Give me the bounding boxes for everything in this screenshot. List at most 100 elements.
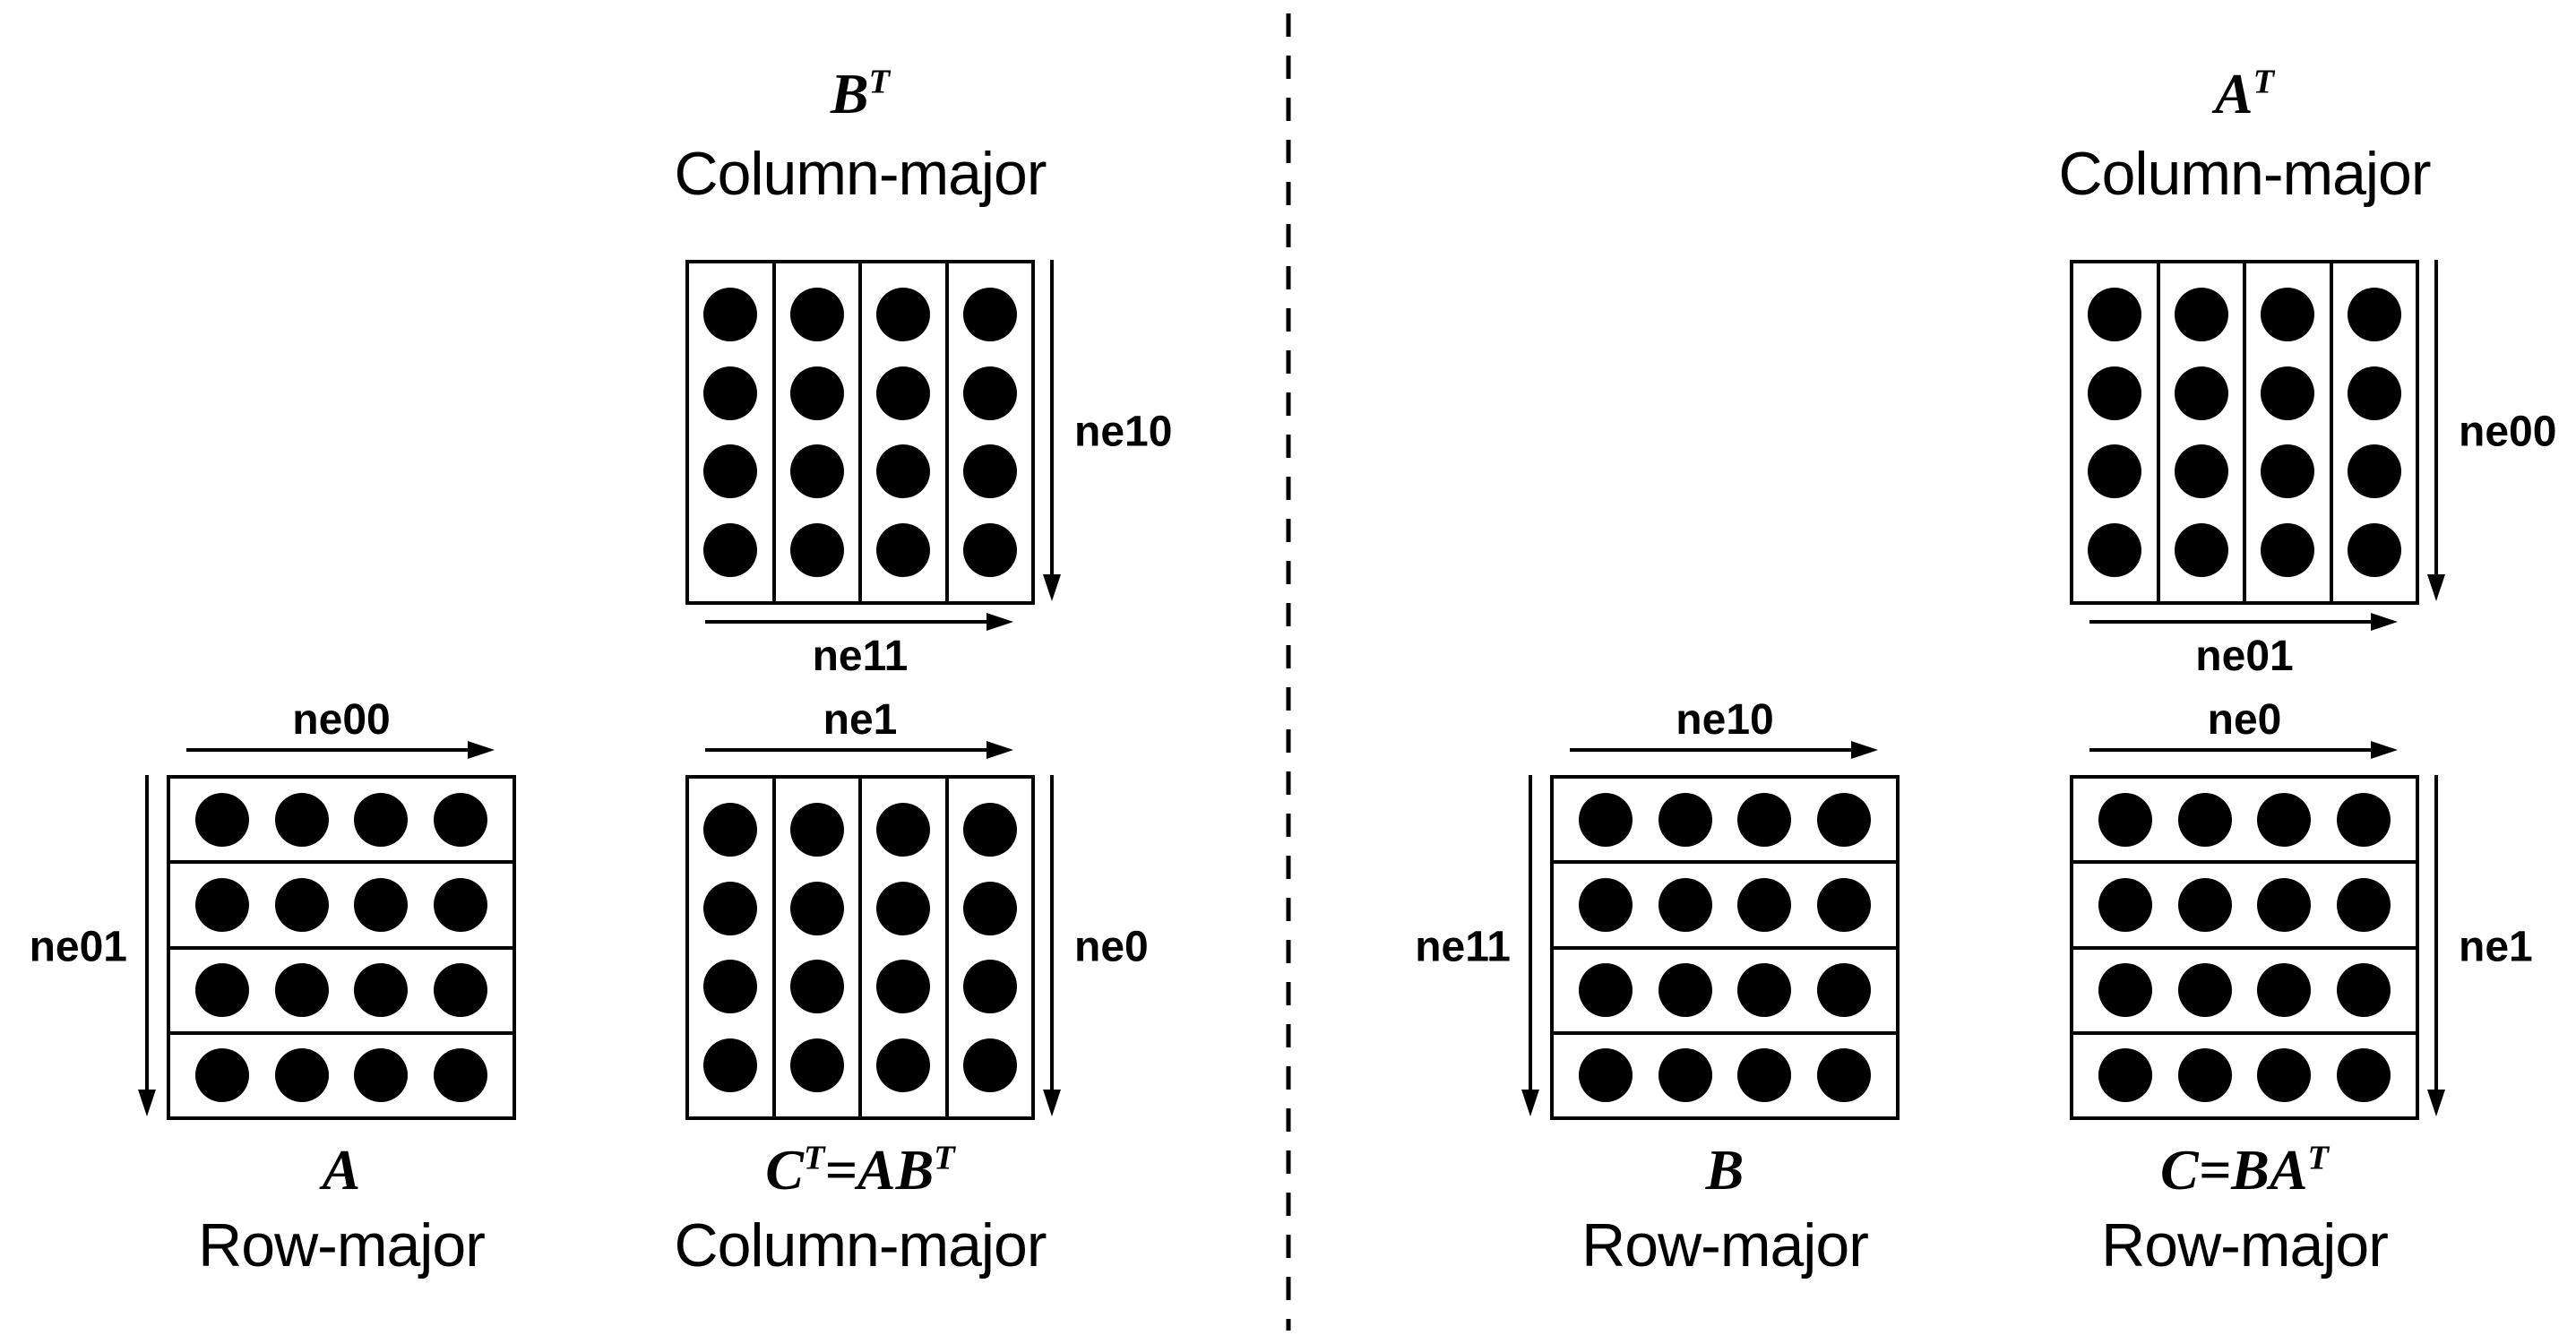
matrix-c-title: C=BAT Row-major <box>2101 1140 2389 1279</box>
matrix-element-dot <box>1579 963 1633 1018</box>
matrix-row <box>170 779 513 865</box>
matrix-c-dim-ne0: ne0 <box>2207 696 2282 745</box>
matrix-a-group: ne00 ne01 A Row-major <box>30 696 516 1278</box>
matrix-element-dot <box>2261 444 2315 499</box>
matrix-element-dot <box>2336 877 2391 932</box>
matrix-column <box>689 263 776 601</box>
matrix-element-dot <box>2174 444 2228 499</box>
matrix-element-dot <box>962 522 1017 577</box>
matrix-element-dot <box>962 803 1017 857</box>
matrix-element-dot <box>876 803 931 857</box>
matrix-element-dot <box>2098 792 2153 847</box>
matrix-b-dim-ne10: ne10 <box>1676 696 1774 745</box>
matrix-element-dot <box>962 366 1017 420</box>
matrix-element-dot <box>1737 877 1792 932</box>
matrix-element-dot <box>2174 366 2228 420</box>
matrix-bt-storage-label: Column-major <box>674 139 1047 208</box>
matrix-column <box>2160 263 2246 601</box>
transpose-superscript: T <box>868 64 891 102</box>
matrix-element-dot <box>1737 792 1792 847</box>
matrix-element-dot <box>703 881 758 935</box>
arrow-down-icon <box>1043 775 1061 1116</box>
matrix-element-dot <box>962 444 1017 499</box>
matrix-element-dot <box>2098 1048 2153 1103</box>
matrix-element-dot <box>703 960 758 1014</box>
arrow-right-icon <box>186 741 495 759</box>
matrix-b-storage-label: Row-major <box>1581 1211 1869 1280</box>
matrix-element-dot <box>1737 1048 1792 1103</box>
matrix-element-dot <box>703 366 758 420</box>
matrix-element-dot <box>2347 288 2401 342</box>
matrix-element-dot <box>962 881 1017 935</box>
matrix-element-dot <box>2177 877 2232 932</box>
arrow-down-icon <box>1043 260 1061 601</box>
arrow-right-icon <box>705 741 1013 759</box>
matrix-ct-group: ne1 ne0 CT=ABT Column-major <box>675 696 1149 1278</box>
matrix-element-dot <box>2257 963 2312 1018</box>
matrix-element-dot <box>876 522 931 577</box>
matrix-element-dot <box>876 960 931 1014</box>
matrix-element-dot <box>789 444 844 499</box>
matrix-column <box>2073 263 2160 601</box>
matrix-element-dot <box>962 960 1017 1014</box>
matrix-element-dot <box>354 963 409 1018</box>
matrix-element-dot <box>433 963 487 1018</box>
matrix-element-dot <box>2177 1048 2232 1103</box>
matrix-element-dot <box>1658 792 1712 847</box>
matrix-element-dot <box>274 877 329 932</box>
arrow-right-icon <box>705 613 1013 631</box>
matrix-name-part: A <box>2214 62 2253 126</box>
matrix-at-dim-ne00: ne00 <box>2459 408 2557 456</box>
matrix-element-dot <box>789 1038 844 1092</box>
matrix-c-name: C=BAT <box>2101 1140 2388 1200</box>
matrix-element-dot <box>703 444 758 499</box>
arrow-right-icon <box>2089 613 2398 631</box>
matrix-element-dot <box>274 963 329 1018</box>
matrix-b-title: B Row-major <box>1581 1140 1869 1280</box>
matrix-row <box>1554 864 1896 950</box>
matrix-element-dot <box>2088 288 2142 342</box>
matrix-c-dim-ne1: ne1 <box>2459 923 2533 971</box>
matrix-at-dim-ne01: ne01 <box>2195 633 2294 680</box>
matrix-c-box <box>2070 775 2419 1120</box>
matrix-element-dot <box>2088 522 2142 577</box>
matrix-a-name: A <box>198 1140 485 1200</box>
matrix-element-dot <box>1658 877 1712 932</box>
matrix-element-dot <box>703 1038 758 1092</box>
matrix-element-dot <box>789 881 844 935</box>
matrix-column <box>689 779 776 1116</box>
matrix-at-group: AT Column-major ne00 ne01 <box>2059 64 2557 679</box>
matrix-element-dot <box>876 881 931 935</box>
matrix-name-part: C <box>765 1138 804 1202</box>
matrix-element-dot <box>1737 963 1792 1018</box>
matrix-element-dot <box>876 444 931 499</box>
matrix-column <box>776 263 862 601</box>
matrix-column <box>776 779 862 1116</box>
matrix-element-dot <box>703 522 758 577</box>
transpose-superscript: T <box>2253 64 2275 102</box>
matrix-element-dot <box>1579 792 1633 847</box>
matrix-element-dot <box>703 803 758 857</box>
matrix-element-dot <box>1658 963 1712 1018</box>
matrix-element-dot <box>195 792 250 847</box>
matrix-element-dot <box>274 792 329 847</box>
matrix-element-dot <box>876 288 931 342</box>
matrix-name-part: A <box>322 1138 361 1202</box>
matrix-element-dot <box>274 1048 329 1103</box>
matrix-a-dim-ne00: ne00 <box>292 696 391 745</box>
matrix-element-dot <box>2336 963 2391 1018</box>
matrix-element-dot <box>195 877 250 932</box>
matrix-c-group: ne0 ne1 C=BAT Row-major <box>2070 696 2533 1278</box>
arrow-right-icon <box>2089 741 2398 759</box>
matrix-element-dot <box>1579 877 1633 932</box>
matrix-row <box>1554 779 1896 865</box>
matrix-element-dot <box>1816 792 1871 847</box>
matrix-ct-dim-ne0: ne0 <box>1074 923 1149 971</box>
matrix-element-dot <box>789 522 844 577</box>
matrix-element-dot <box>2098 877 2153 932</box>
matrix-bt-dim-ne10: ne10 <box>1074 408 1173 456</box>
matrix-a-box <box>167 775 516 1120</box>
matrix-element-dot <box>433 792 487 847</box>
matrix-element-dot <box>1816 963 1871 1018</box>
